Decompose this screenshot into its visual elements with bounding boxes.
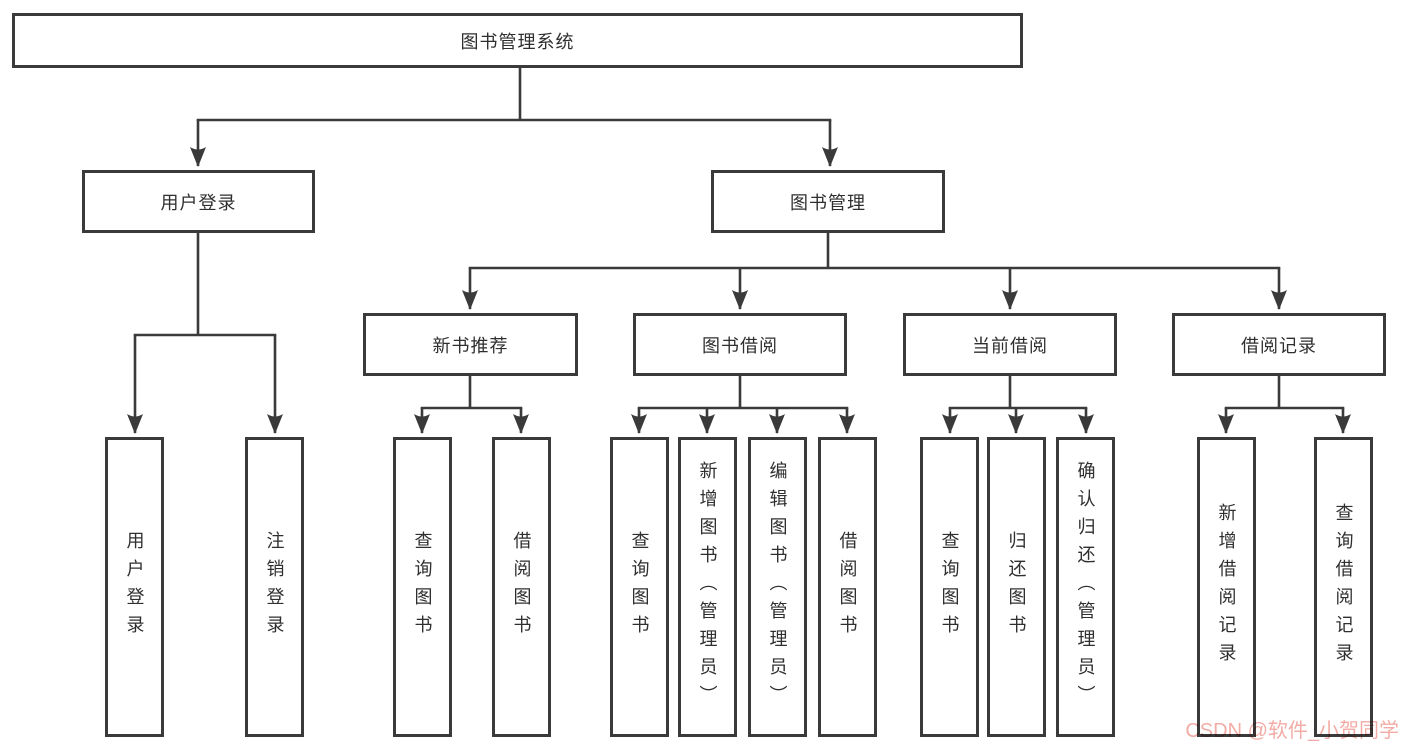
leaf-return-books: 归还图书 <box>987 437 1046 737</box>
node-label: 用户登录 <box>160 192 237 213</box>
node-library-management-system: 图书管理系统 <box>12 13 1023 68</box>
leaf-query-borrow-record: 查询借阅记录 <box>1314 437 1373 737</box>
node-current-borrowing: 当前借阅 <box>903 313 1117 376</box>
node-label: 借阅图书 <box>511 531 532 643</box>
node-label: 用户登录 <box>124 531 145 643</box>
node-label: 编辑图书（管理员） <box>767 461 788 713</box>
node-user-login: 用户登录 <box>82 170 315 233</box>
leaf-add-book-admin: 新增图书（管理员） <box>678 437 737 737</box>
node-label: 图书管理系统 <box>460 31 575 52</box>
node-book-borrowing: 图书借阅 <box>633 313 847 376</box>
node-label: 确认归还（管理员） <box>1075 461 1096 713</box>
node-label: 查询图书 <box>629 531 650 643</box>
leaf-query-books-3: 查询图书 <box>920 437 979 737</box>
leaf-add-borrow-record: 新增借阅记录 <box>1197 437 1256 737</box>
leaf-query-books-2: 查询图书 <box>610 437 669 737</box>
leaf-borrow-books-1: 借阅图书 <box>492 437 551 737</box>
node-label: 图书管理 <box>790 192 866 213</box>
leaf-borrow-books-2: 借阅图书 <box>818 437 877 737</box>
node-label: 新增借阅记录 <box>1216 503 1237 671</box>
node-label: 新书推荐 <box>432 335 509 356</box>
node-new-book-recommend: 新书推荐 <box>363 313 578 376</box>
leaf-query-books-1: 查询图书 <box>393 437 452 737</box>
leaf-confirm-return-admin: 确认归还（管理员） <box>1056 437 1115 737</box>
leaf-user-login: 用户登录 <box>105 437 164 737</box>
node-borrow-records: 借阅记录 <box>1172 313 1386 376</box>
node-label: 借阅图书 <box>837 531 858 643</box>
node-label: 查询图书 <box>939 531 960 643</box>
node-label: 新增图书（管理员） <box>697 461 718 713</box>
node-label: 借阅记录 <box>1241 335 1317 356</box>
node-label: 查询借阅记录 <box>1333 503 1354 671</box>
leaf-logout: 注销登录 <box>245 437 304 737</box>
node-label: 图书借阅 <box>702 335 778 356</box>
node-label: 归还图书 <box>1006 531 1027 643</box>
node-label: 查询图书 <box>412 531 433 643</box>
node-book-management: 图书管理 <box>711 170 945 233</box>
csdn-watermark: CSDN @软件_小贺同学 <box>1185 720 1399 742</box>
leaf-edit-book-admin: 编辑图书（管理员） <box>748 437 807 737</box>
node-label: 注销登录 <box>264 531 285 643</box>
node-label: 当前借阅 <box>972 335 1048 356</box>
